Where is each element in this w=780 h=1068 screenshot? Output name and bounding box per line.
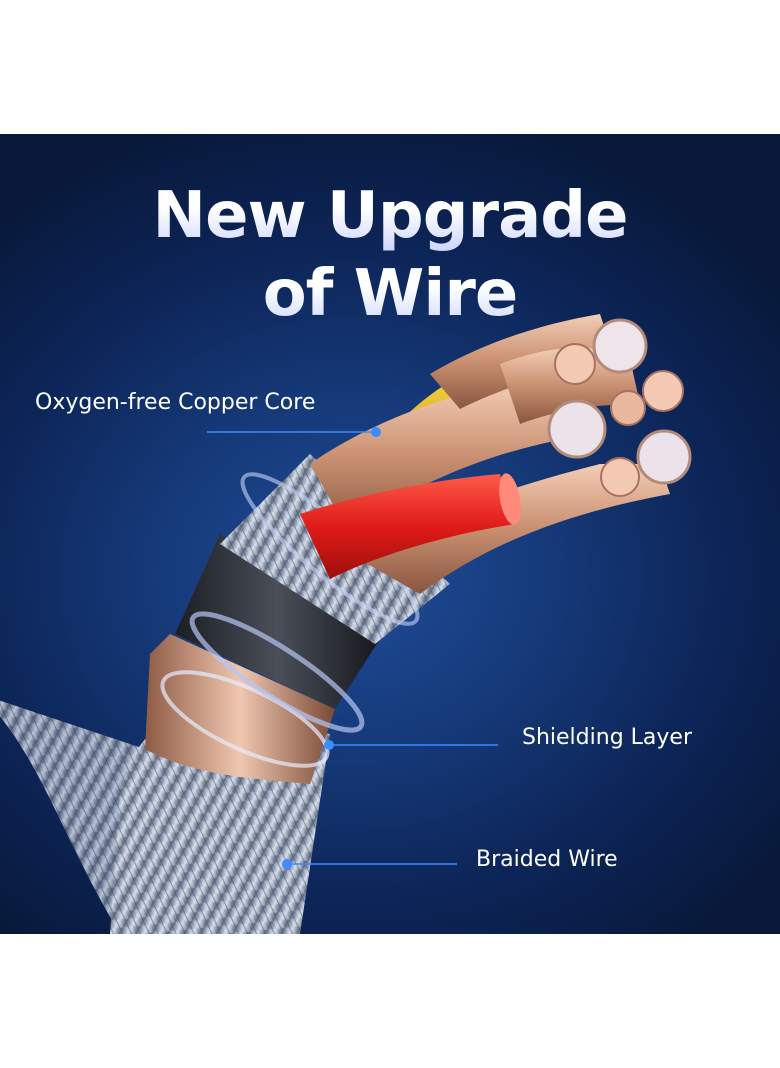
shielding-layer-label: Shielding Layer	[522, 725, 692, 750]
red-wire	[300, 473, 521, 579]
product-banner: New Upgrade of Wire Oxygen-free Copper C…	[0, 134, 780, 934]
conductor-ends	[547, 318, 692, 497]
headline-line-1: New Upgrade	[0, 178, 780, 254]
black-jacket	[175, 534, 380, 733]
copper-sleeve	[145, 634, 335, 784]
cable-illustration	[0, 314, 692, 934]
callout-lines	[207, 427, 498, 869]
copper-core-label: Oxygen-free Copper Core	[35, 390, 316, 415]
headline-line-2: of Wire	[0, 256, 780, 332]
braided-wire-label: Braided Wire	[476, 847, 618, 872]
